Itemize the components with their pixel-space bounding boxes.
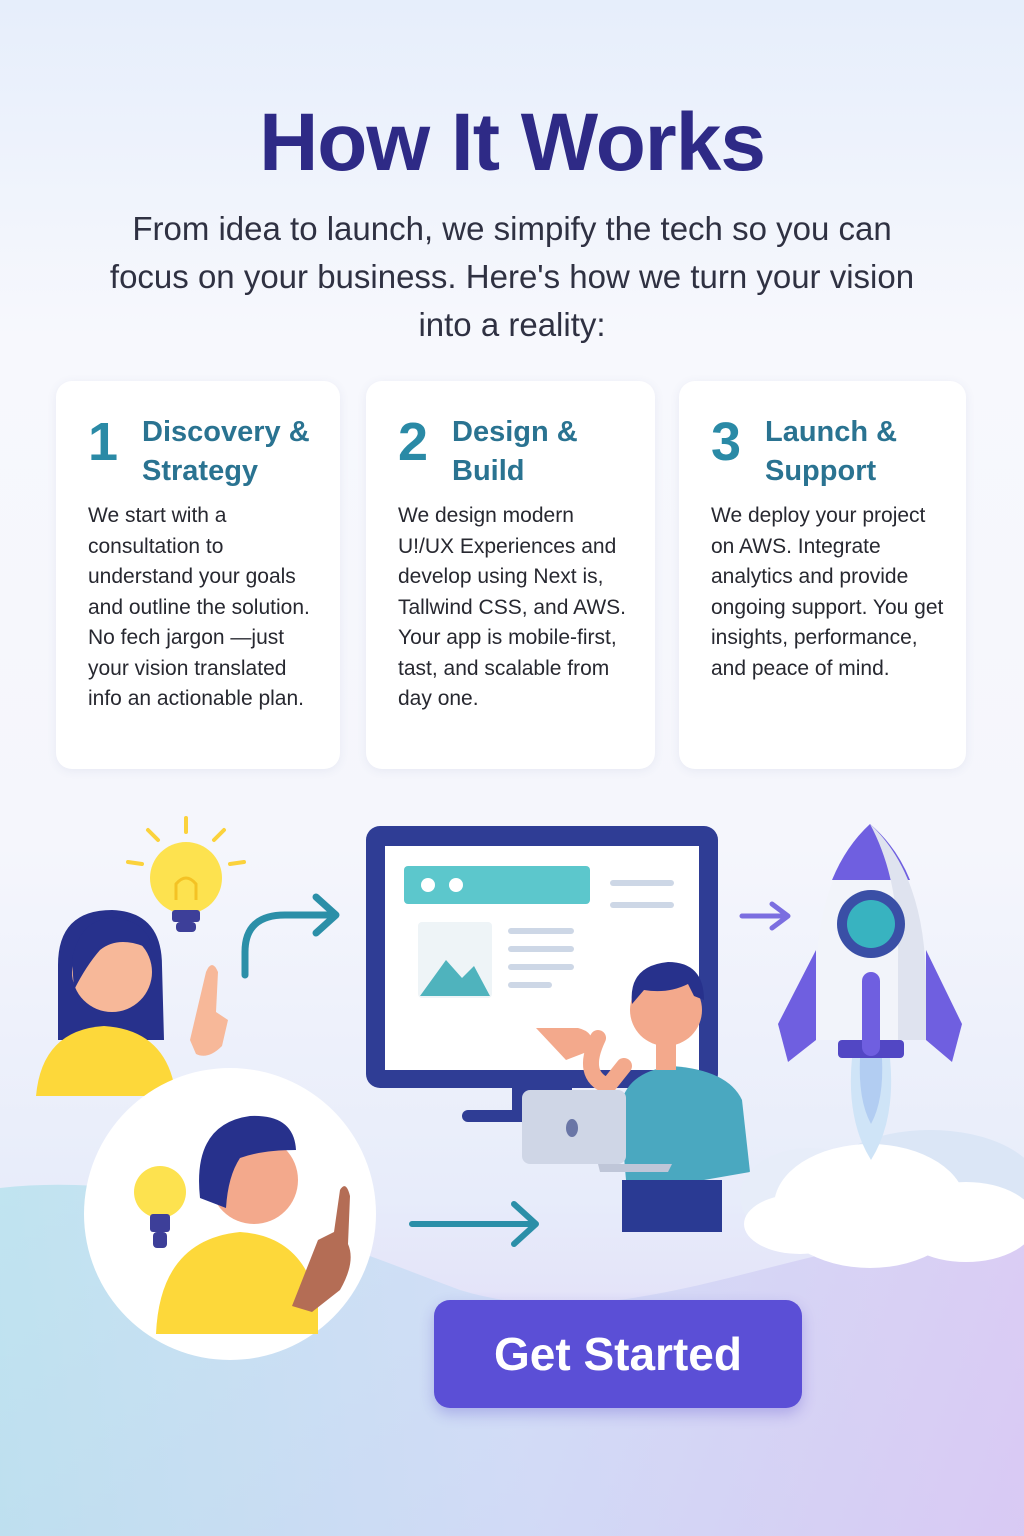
laptop-icon [522, 1090, 672, 1172]
lightbulb-icon [134, 1166, 186, 1248]
step-card-discovery: 1 Discovery & Strategy We start with a c… [56, 381, 340, 769]
monitor-icon [366, 826, 718, 1122]
arrow-right-icon [409, 1201, 539, 1247]
cloud-icon [740, 1130, 1024, 1268]
step-number: 1 [88, 412, 119, 472]
process-illustration [0, 816, 1024, 1536]
page-title: How It Works [259, 97, 766, 188]
woman-pointing-figure [84, 1068, 376, 1360]
arrow-right-icon [739, 901, 791, 931]
man-with-laptop-figure [522, 962, 750, 1232]
step-description: We design modern U!/UX Experiences and d… [398, 504, 626, 710]
step-title: Launch & Support [765, 416, 898, 487]
rocket-icon [778, 824, 962, 1062]
woman-with-idea-figure [36, 816, 246, 1096]
step-description: We start with a consultation to understa… [88, 504, 310, 710]
page-subtitle: From idea to launch, we simpify the tech… [109, 210, 915, 343]
lightbulb-icon [126, 816, 246, 932]
step-description: We deploy your project on AWS. Integrate… [711, 504, 944, 680]
step-card-design-build: 2 Design & Build We design modern U!/UX … [366, 381, 655, 769]
get-started-button[interactable]: Get Started [434, 1300, 802, 1408]
step-title: Discovery & Strategy [142, 416, 310, 487]
step-card-launch-support: 3 Launch & Support We deploy your projec… [679, 381, 966, 769]
step-number: 2 [398, 412, 429, 472]
step-number: 3 [711, 412, 742, 472]
step-title: Design & Build [452, 416, 578, 487]
arrow-right-icon [241, 893, 340, 979]
